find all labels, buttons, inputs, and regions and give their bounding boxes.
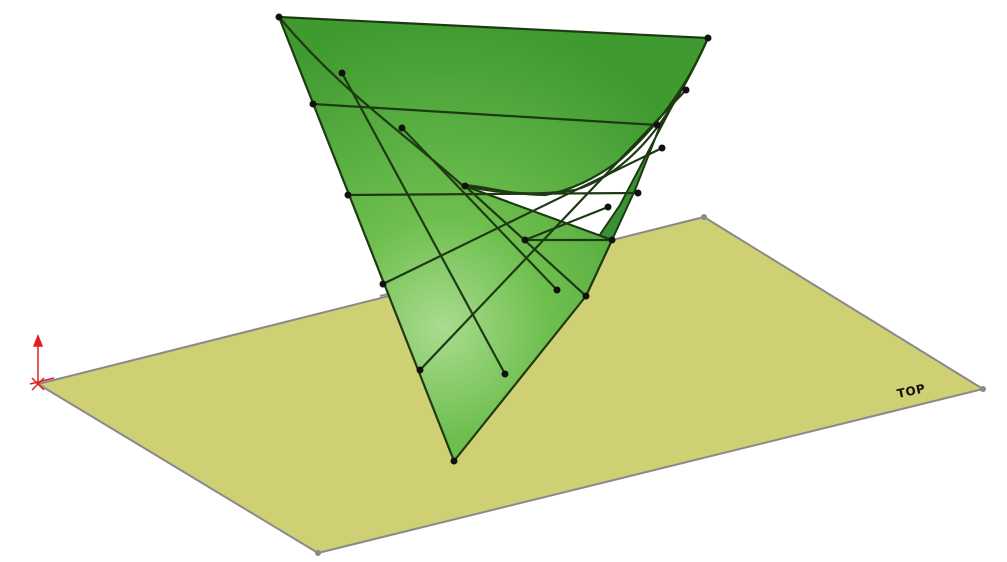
vertex-point [501, 370, 509, 378]
vertex-point [658, 144, 666, 152]
vertex-point [553, 286, 561, 294]
vertex-point [704, 34, 712, 42]
vertex-point [450, 457, 458, 465]
vertex-point [338, 69, 346, 77]
isoline [382, 147, 663, 285]
vertex-point [608, 236, 616, 244]
vertex-point [416, 366, 424, 374]
plane-label: TOP [896, 381, 927, 401]
vertex-points[interactable] [275, 13, 712, 465]
vertex-point [653, 121, 661, 129]
plane-corner-point [980, 386, 986, 392]
vertex-point [682, 86, 690, 94]
vertex-point [634, 189, 642, 197]
isoline [312, 102, 658, 127]
isoline [347, 191, 639, 197]
vertex-point [521, 236, 529, 244]
vertex-point [309, 100, 317, 108]
vertex-point [344, 191, 352, 199]
vertex-point [379, 280, 387, 288]
plane-corner-point [701, 214, 707, 220]
lofted-surface[interactable] [277, 15, 710, 463]
vertex-point [461, 182, 469, 190]
vertex-point [582, 292, 590, 300]
isoline [341, 72, 506, 375]
isoline [401, 127, 558, 291]
isoline [524, 205, 609, 242]
coordinate-triad-icon [29, 333, 55, 391]
vertex-point [604, 203, 612, 211]
vertex-point [275, 13, 283, 21]
vertex-point [398, 124, 406, 132]
isoline-group [312, 72, 687, 375]
plane-corner-point [315, 550, 321, 556]
